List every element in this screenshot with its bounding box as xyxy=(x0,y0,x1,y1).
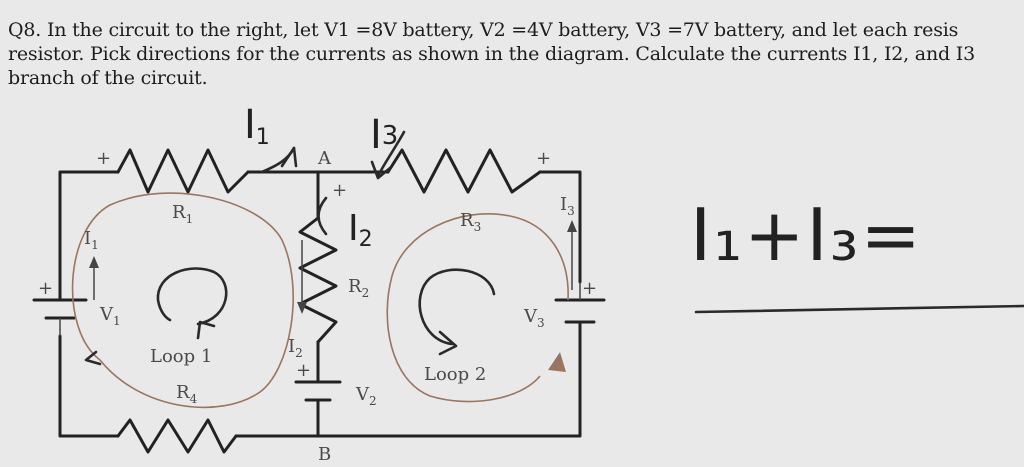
plus-sign-v3: + xyxy=(582,278,597,299)
resistor-r1 xyxy=(116,148,250,194)
handwritten-arrow-i2 xyxy=(317,196,328,236)
handwritten-i3: I3 xyxy=(370,112,398,158)
arrow-up-icon xyxy=(89,256,99,268)
plus-sign-r1: + xyxy=(96,148,111,169)
arrow-head-icon xyxy=(370,160,392,180)
r2-label: R2 xyxy=(348,276,369,300)
arrow-head-icon xyxy=(84,350,102,366)
i3-label: I3 xyxy=(560,194,575,218)
plus-sign-r3: + xyxy=(536,148,551,169)
v2-label: V2 xyxy=(355,384,377,408)
battery-v1 xyxy=(32,298,88,336)
arrow-head-icon xyxy=(196,320,216,340)
battery-v3 xyxy=(554,282,606,324)
resistor-r4 xyxy=(116,418,238,454)
question-line-1: Q8. In the circuit to the right, let V1 … xyxy=(8,19,959,41)
wire-left-bottom xyxy=(58,334,120,438)
r1-label: R1 xyxy=(172,202,193,226)
plus-sign-v2: + xyxy=(296,360,311,381)
node-b-label: B xyxy=(318,444,331,465)
r3-label: R3 xyxy=(460,210,481,234)
loop-1-rotation-icon xyxy=(156,267,228,326)
handwritten-i2: I2 xyxy=(348,208,373,252)
arrow-down-icon xyxy=(297,302,307,314)
arrow-head-icon xyxy=(438,330,458,356)
plus-sign-v1: + xyxy=(38,278,53,299)
handwritten-arrow-i3 xyxy=(376,130,406,178)
wire-right-bottom xyxy=(328,320,582,438)
battery-v2 xyxy=(294,380,342,402)
resistor-r3 xyxy=(386,148,542,194)
v3-label: V3 xyxy=(523,306,545,330)
arrow-up-icon xyxy=(567,220,577,232)
wire-left-top xyxy=(58,170,120,302)
handwritten-equation: I₁+I₃= xyxy=(690,193,923,277)
node-a-label: A xyxy=(317,148,332,169)
loop-2-arrow-icon xyxy=(548,352,566,372)
loop-1-curve xyxy=(71,192,294,409)
question-line-3: branch of the circuit. xyxy=(8,67,208,89)
v1-label: V1 xyxy=(99,304,121,328)
loop-2-curve xyxy=(386,213,569,403)
i2-label: I2 xyxy=(288,336,303,360)
circuit-wires xyxy=(58,170,582,438)
question-text: Q8. In the circuit to the right, let V1 … xyxy=(8,18,1018,90)
loop-2-label: Loop 2 xyxy=(424,364,486,385)
wire-right-top xyxy=(538,170,582,284)
printed-labels: A B R1 R3 R4 R2 V1 V2 V3 I1 I2 I3 Loop 1… xyxy=(38,148,597,465)
printed-current-arrows xyxy=(89,220,577,314)
loop-1-label: Loop 1 xyxy=(150,346,212,367)
i1-label: I1 xyxy=(84,228,99,252)
arrow-head-icon xyxy=(280,146,298,168)
plus-sign-r2: + xyxy=(332,180,347,201)
handwritten-underline xyxy=(694,304,1024,314)
handwritten-arrow-i1 xyxy=(260,146,296,174)
handwritten-annotations: I1 I3 I2 I₁+I₃= xyxy=(84,102,1024,366)
handwritten-i1: I1 xyxy=(244,102,270,150)
question-line-2: resistor. Pick directions for the curren… xyxy=(8,43,975,65)
r4-label: R4 xyxy=(176,382,198,406)
loop-2-rotation-icon xyxy=(418,268,496,346)
resistor-r2 xyxy=(298,216,338,344)
